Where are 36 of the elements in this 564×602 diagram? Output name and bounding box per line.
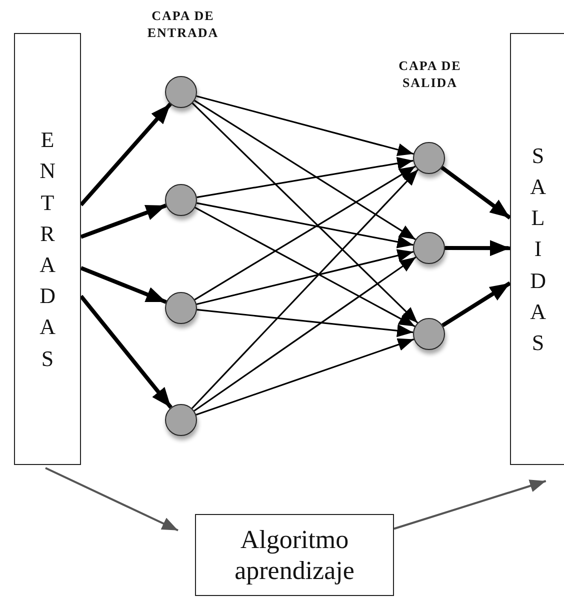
arrow (194, 256, 416, 412)
arrow (194, 166, 416, 300)
arrow (192, 102, 418, 324)
box-label: ENTRADAS (40, 126, 56, 373)
arrow (80, 204, 167, 239)
arrow (80, 102, 172, 206)
neuron-circle (165, 292, 197, 324)
arrow (196, 95, 414, 156)
neuron-circle (165, 184, 197, 216)
neuron-circle (413, 318, 445, 350)
layer-box (510, 33, 564, 465)
process-box (195, 514, 394, 596)
neuron-circle (165, 404, 197, 436)
arrow (441, 281, 512, 328)
layer-box (14, 33, 81, 465)
arrow (194, 100, 416, 240)
arrow (196, 202, 414, 248)
arrow (79, 294, 172, 409)
layer-heading: CAPA DE SALIDA (398, 58, 462, 92)
box-label: SALIDAS (530, 142, 546, 358)
neuron-circle (165, 76, 197, 108)
arrow (196, 156, 414, 198)
neuron-circle (413, 232, 445, 264)
arrow (440, 166, 512, 220)
arrow (191, 169, 419, 409)
box-label: Algoritmo aprendizaje (234, 524, 356, 586)
neuron-circle (413, 142, 445, 174)
arrow (196, 249, 414, 306)
layer-heading: CAPA DE ENTRADA (146, 8, 220, 42)
arrow (80, 266, 167, 304)
arrow (196, 338, 414, 416)
arrow (194, 206, 416, 328)
arrow (394, 480, 546, 530)
arrow (445, 240, 510, 256)
arrow (45, 467, 178, 532)
arrow (196, 308, 414, 338)
